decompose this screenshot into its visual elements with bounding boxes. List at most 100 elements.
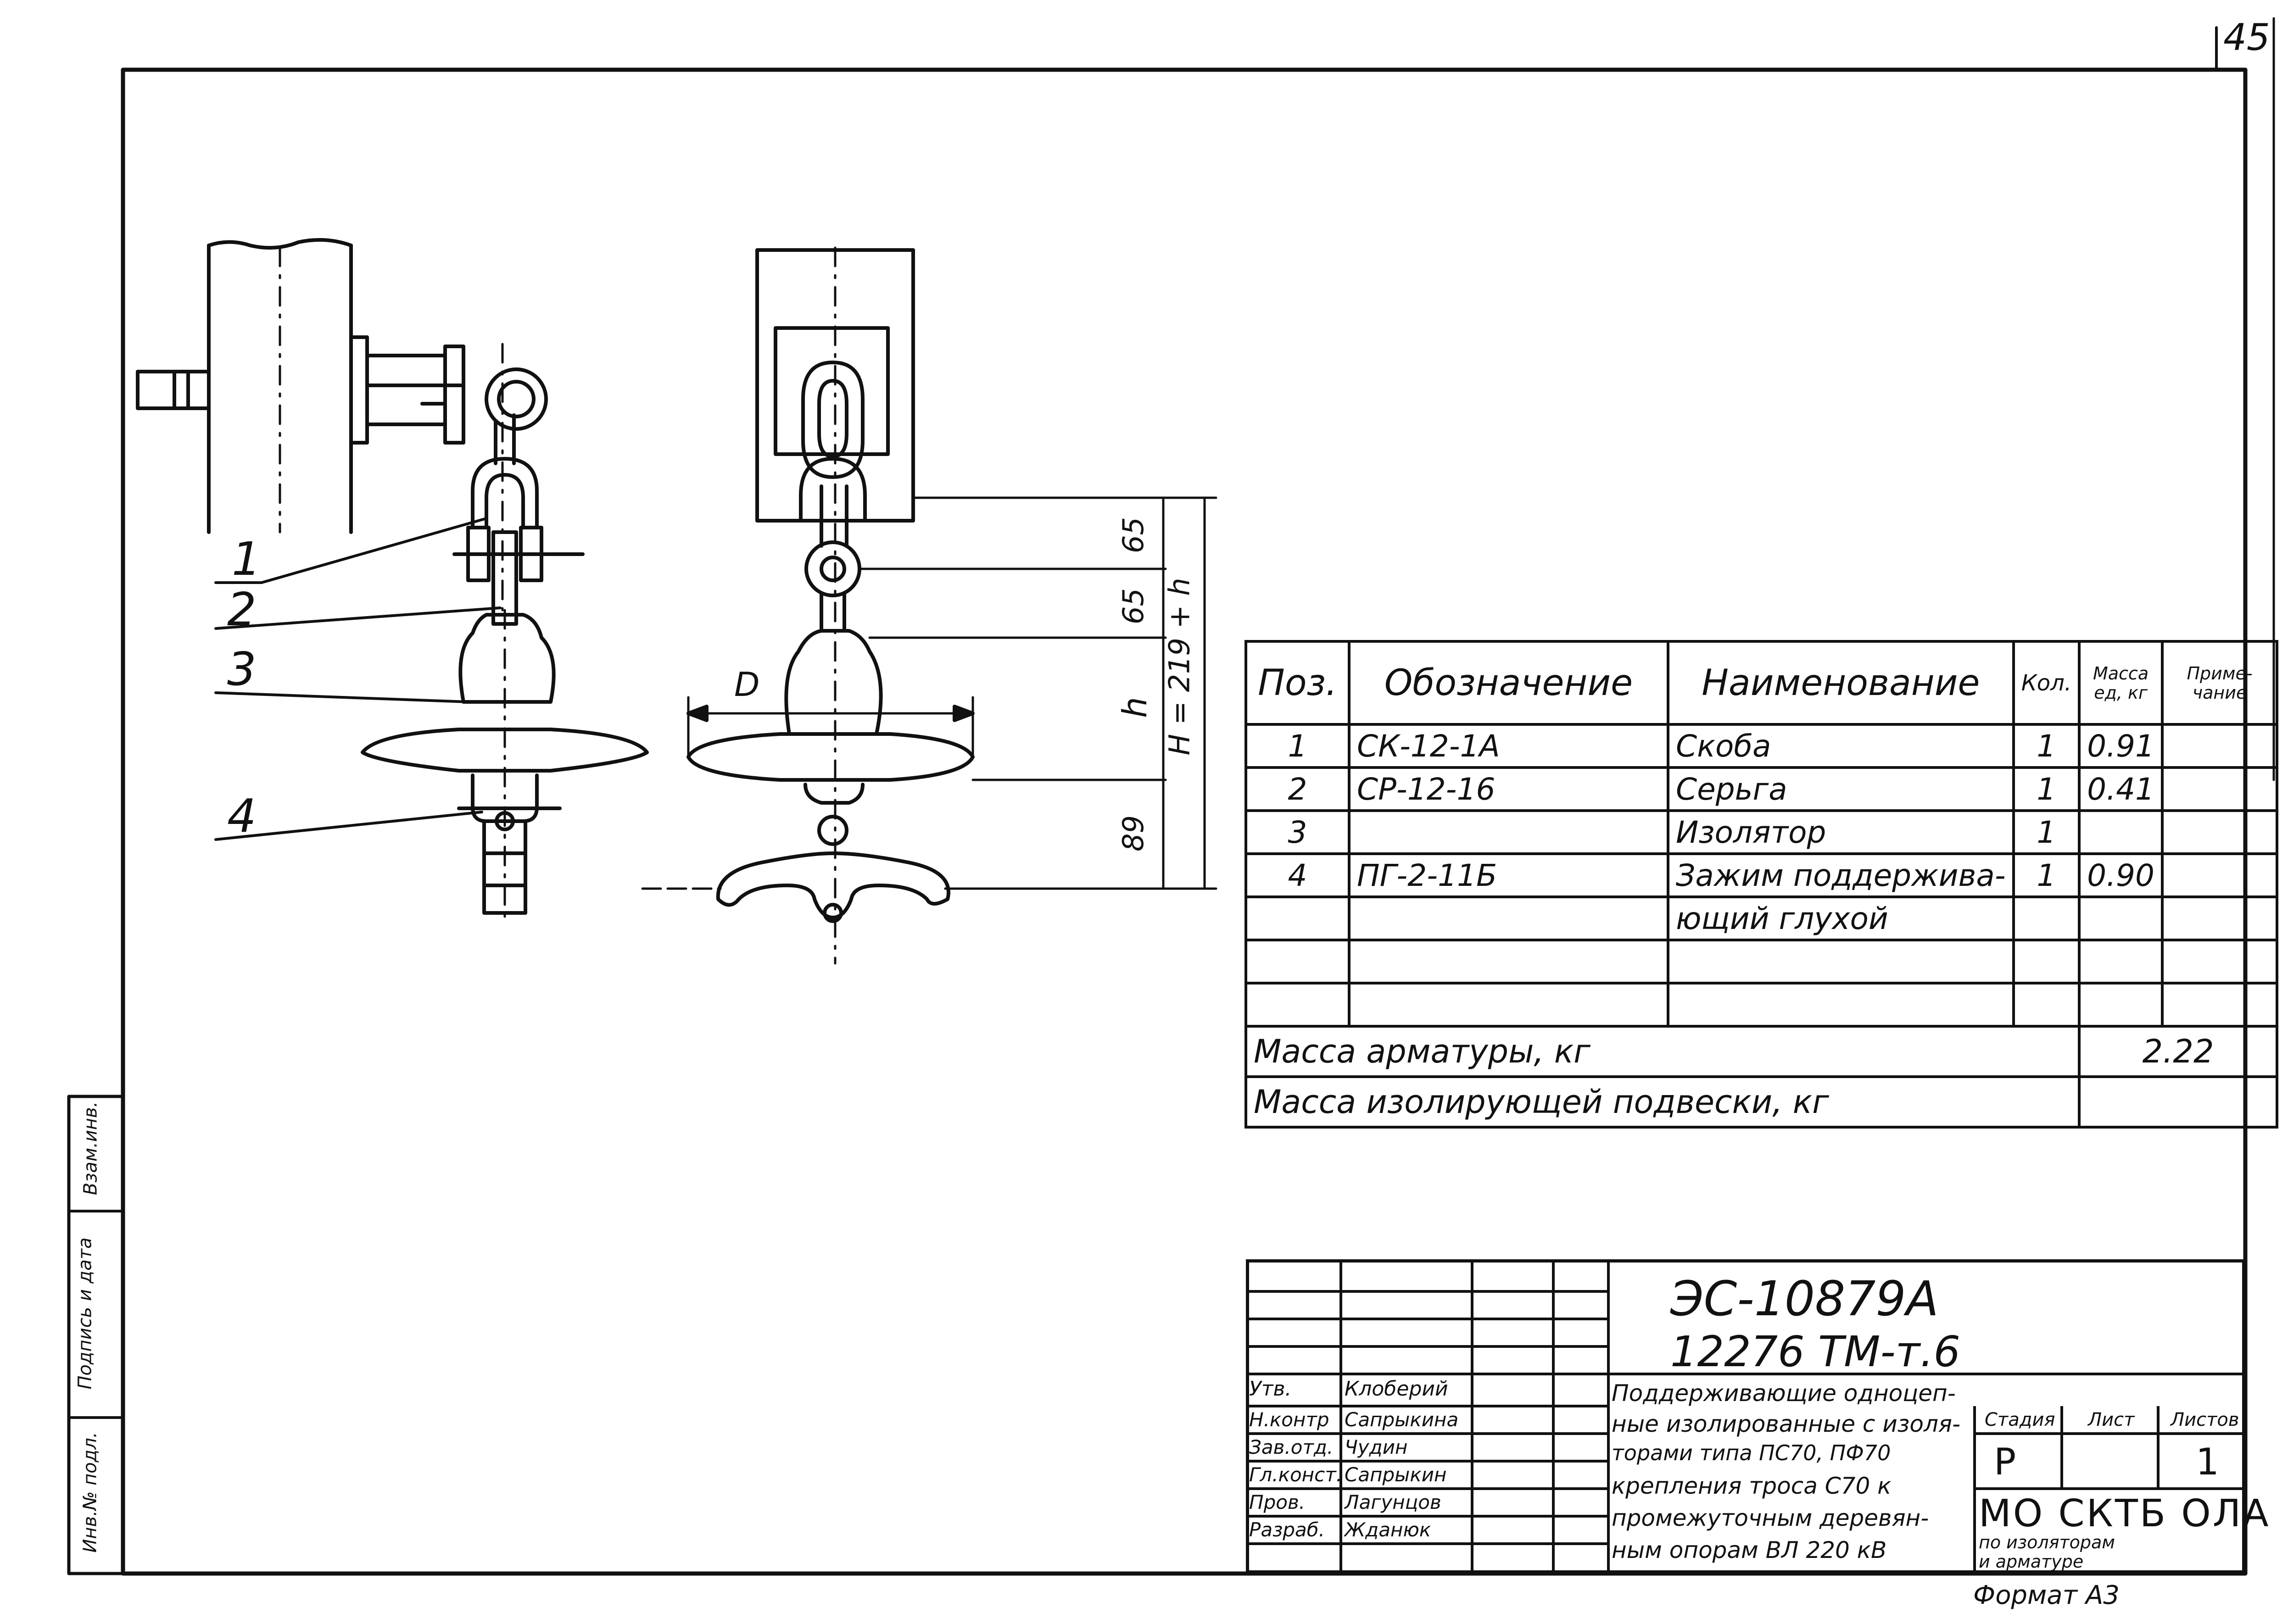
sheet-label: Лист [2088, 1409, 2135, 1430]
leader-4 [214, 811, 483, 841]
role-label: Зав.отд. [1249, 1436, 1334, 1458]
col-note: Приме-чание [2161, 640, 2279, 726]
side-stamp-box [67, 1095, 125, 1575]
callout-2: 2 [227, 583, 257, 636]
mass-fittings-row: Масса арматуры, кг 2.22 [1244, 1025, 2279, 1078]
sheet-number: 45 [2223, 16, 2270, 59]
callout-3: 3 [227, 642, 257, 696]
cell-name: Скоба [1667, 723, 2015, 769]
cell-pos: 2 [1244, 766, 1350, 812]
cell-designation [1348, 939, 1669, 984]
spec-table: Поз. Обозначение Наименование Кол. Масса… [1244, 640, 2279, 1129]
cell-mass [2078, 939, 2164, 984]
cell-note [2161, 895, 2279, 941]
col-qty: Кол. [2012, 640, 2081, 726]
description-line: ным опорам ВЛ 220 кВ [1612, 1537, 1887, 1563]
cell-designation: ПГ-2-11Б [1348, 852, 1669, 898]
cell-name: Зажим поддержива- [1667, 852, 2015, 898]
leader-2 [214, 606, 502, 630]
cell-name: ющий глухой [1667, 895, 2015, 941]
cell-note [2161, 766, 2279, 812]
role-name: Сапрыкин [1345, 1463, 1447, 1486]
description-line: ные изолированные с изоля- [1612, 1411, 1961, 1437]
col-designation: Обозначение [1348, 640, 1669, 726]
dim-h: h [1115, 697, 1154, 718]
mass-suspension-label: Масса изолирующей подвески, кг [1244, 1075, 2081, 1129]
spec-header-row: Поз. Обозначение Наименование Кол. Масса… [1244, 640, 2279, 726]
table-row [1244, 939, 2279, 984]
cell-note [2161, 723, 2279, 769]
cell-name [1667, 939, 2015, 984]
role-name: Клоберий [1345, 1377, 1448, 1401]
description-line: Поддерживающие одноцеп- [1612, 1380, 1956, 1407]
cell-designation [1348, 895, 1669, 941]
role-label: Разраб. [1249, 1518, 1325, 1541]
cell-name [1667, 982, 2015, 1028]
cell-note [2161, 809, 2279, 855]
col-mass: Масса ед, кг [2078, 640, 2164, 726]
left-view [136, 238, 649, 919]
callout-4: 4 [227, 789, 257, 843]
cell-qty: 1 [2012, 852, 2081, 898]
description-line: промежуточным деревян- [1612, 1505, 1929, 1531]
doc-code: ЭС-10879А [1670, 1271, 1939, 1327]
cell-designation: СК-12-1А [1348, 723, 1669, 769]
cell-name: Серьга [1667, 766, 2015, 812]
cell-qty [2012, 895, 2081, 941]
cell-qty [2012, 939, 2081, 984]
side-stamp-inv: Инв.№ подл. [79, 1432, 101, 1553]
dim-d3: 89 [1116, 815, 1150, 851]
leader-3 [214, 691, 469, 703]
dim-d2: 65 [1116, 588, 1150, 624]
dim-D: D [734, 665, 760, 704]
cell-pos [1244, 895, 1350, 941]
side-stamp-vzam: Взам.инв. [80, 1101, 101, 1196]
table-row: ющий глухой [1244, 895, 2279, 941]
cell-note [2161, 939, 2279, 984]
cell-qty: 1 [2012, 809, 2081, 855]
title-block [1246, 1259, 2245, 1574]
cell-designation [1348, 809, 1669, 855]
dim-H: H = 219 + h [1162, 578, 1196, 756]
mass-fittings-label: Масса арматуры, кг [1244, 1025, 2081, 1078]
cell-mass [2078, 982, 2164, 1028]
role-label: Гл.конст. [1249, 1463, 1343, 1486]
project-code: 12276 ТМ-т.6 [1670, 1327, 1961, 1376]
cell-name: Изолятор [1667, 809, 2015, 855]
cell-qty [2012, 982, 2081, 1028]
front-view [641, 246, 1217, 965]
cell-qty: 1 [2012, 766, 2081, 812]
cell-mass: 0.91 [2078, 723, 2164, 769]
col-name: Наименование [1667, 640, 2015, 726]
role-name: Лагунцов [1345, 1491, 1441, 1513]
dim-d1: 65 [1116, 517, 1150, 553]
role-name: Чудин [1345, 1436, 1408, 1458]
table-row: 4 ПГ-2-11Б Зажим поддержива- 1 0.90 [1244, 852, 2279, 898]
stage-value: Р [1994, 1440, 2016, 1483]
role-name: Сапрыкина [1345, 1408, 1459, 1431]
role-name: Жданюк [1345, 1518, 1431, 1541]
description-line: торами типа ПС70, ПФ70 [1612, 1440, 1891, 1465]
table-row [1244, 982, 2279, 1028]
col-pos: Поз. [1244, 640, 1350, 726]
cell-note [2161, 852, 2279, 898]
cell-mass: 0.90 [2078, 852, 2164, 898]
mass-suspension-row: Масса изолирующей подвески, кг [1244, 1075, 2279, 1129]
cell-pos [1244, 939, 1350, 984]
org-sub1: по изоляторам [1979, 1532, 2115, 1552]
mass-suspension-value [2078, 1075, 2279, 1129]
description-line: крепления троса С70 к [1612, 1473, 1892, 1499]
role-label: Пров. [1249, 1491, 1306, 1513]
cell-pos: 3 [1244, 809, 1350, 855]
sheets-label: Листов [2171, 1409, 2239, 1430]
side-stamp-sign: Подпись и дата [74, 1237, 96, 1390]
table-row: 2 СР-12-16 Серьга 1 0.41 [1244, 766, 2279, 812]
cell-designation [1348, 982, 1669, 1028]
cell-note [2161, 982, 2279, 1028]
cell-designation: СР-12-16 [1348, 766, 1669, 812]
cell-mass [2078, 809, 2164, 855]
cell-qty: 1 [2012, 723, 2081, 769]
table-row: 1 СК-12-1А Скоба 1 0.91 [1244, 723, 2279, 769]
cell-pos: 4 [1244, 852, 1350, 898]
